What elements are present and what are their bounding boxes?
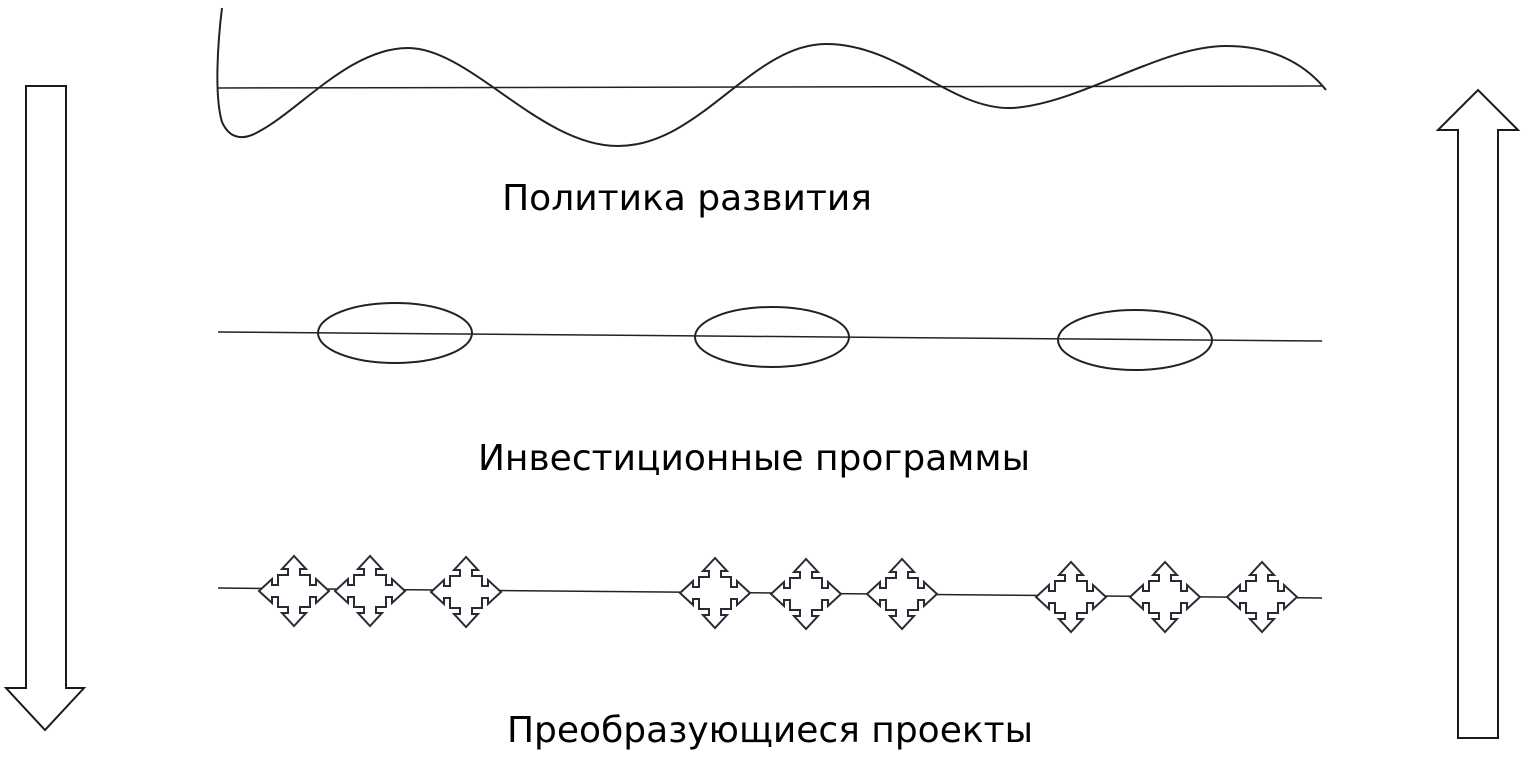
policy-level-label: Политика развития	[502, 178, 872, 219]
policy-baseline	[217, 85, 1323, 89]
program-ellipse-2	[694, 306, 850, 368]
project-shape-2	[334, 555, 406, 627]
program-ellipse-3	[1057, 309, 1213, 371]
project-shape-9	[1226, 561, 1298, 633]
up-arrow-right	[1435, 88, 1521, 739]
program-ellipse-1	[317, 302, 473, 364]
policy-wave	[216, 7, 1327, 148]
projects-level	[217, 555, 1323, 633]
project-shape-6	[866, 558, 938, 630]
project-shape-4	[679, 557, 751, 629]
project-shape-8	[1129, 561, 1201, 633]
project-shape-1	[258, 555, 330, 627]
programs-level	[217, 302, 1323, 371]
project-shape-3	[430, 556, 502, 628]
projects-level-label: Преобразующиеся проекты	[506, 710, 1033, 751]
programs-baseline	[217, 331, 1323, 342]
project-shape-5	[770, 558, 842, 630]
policy-level	[216, 7, 1327, 148]
down-arrow-left	[3, 85, 87, 732]
programs-level-label: Инвестиционные программы	[478, 438, 1030, 479]
project-shape-7	[1035, 561, 1107, 633]
